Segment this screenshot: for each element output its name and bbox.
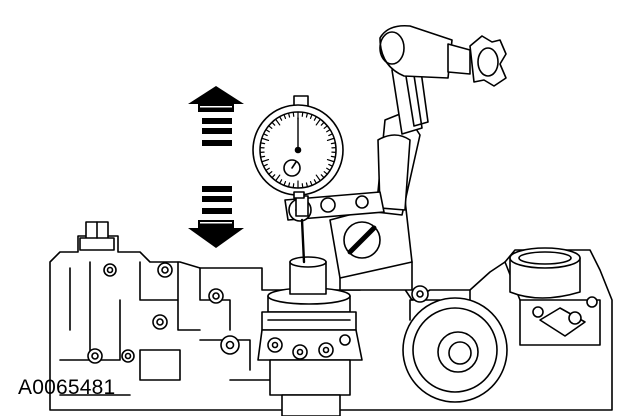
dial-tick — [305, 112, 309, 118]
bolt-head — [79, 221, 115, 251]
dial-tick — [326, 158, 335, 163]
sensor-cap — [509, 247, 581, 299]
dial-tick — [323, 171, 328, 175]
dial-tick — [301, 183, 304, 189]
dial-tick — [309, 181, 313, 186]
dial-tick — [330, 155, 336, 158]
dial-tick — [301, 111, 304, 117]
dial-tick — [320, 121, 325, 126]
cam-housing — [402, 297, 508, 403]
dial-tick — [287, 182, 291, 188]
double-arrow-icon — [188, 86, 244, 248]
dial-tick — [328, 163, 333, 167]
dial-tick — [279, 116, 283, 121]
dial-tick — [320, 174, 325, 179]
dial-tick — [271, 174, 276, 179]
dial-tick — [268, 125, 273, 129]
dial-tick — [287, 112, 291, 118]
dial-tick — [261, 137, 270, 142]
dial-tick — [315, 118, 321, 126]
dial-tick — [271, 121, 276, 126]
dial-tick — [292, 183, 295, 189]
dial-tick — [263, 163, 268, 167]
dial-tick — [261, 158, 270, 163]
dial-tick — [323, 125, 328, 129]
articulated-arm — [379, 24, 507, 135]
dial-tick — [265, 129, 270, 133]
dial-tick — [260, 142, 266, 145]
dial-tick — [275, 118, 281, 126]
bolt-bosses — [87, 262, 598, 364]
dial-tick — [292, 111, 295, 117]
dial-tick — [305, 182, 309, 188]
dial-tick — [309, 114, 313, 119]
indicator-clamp — [284, 191, 385, 222]
dial-tick — [279, 179, 283, 184]
plunger-seat — [289, 256, 327, 295]
indicator-stem — [295, 195, 309, 264]
dial-tick — [313, 179, 317, 184]
dial-tick — [260, 155, 266, 158]
measured-component — [257, 287, 363, 416]
dial-tick — [326, 167, 331, 171]
magnetic-base — [329, 199, 413, 291]
dial-tick — [283, 181, 287, 186]
dial-tick — [268, 171, 273, 175]
figure-id-label: A0065481 — [18, 376, 116, 399]
dial-indicator — [252, 95, 344, 199]
dial-tick — [326, 129, 331, 133]
dial-tick — [283, 114, 287, 119]
dial-tick — [328, 133, 333, 137]
dial-tick — [263, 133, 268, 137]
dial-tick — [330, 142, 336, 145]
dial-tick — [313, 116, 317, 121]
dial-tick — [326, 137, 335, 142]
dial-tick — [265, 167, 270, 171]
dial-tick — [315, 174, 321, 182]
dial-tick — [275, 174, 281, 182]
